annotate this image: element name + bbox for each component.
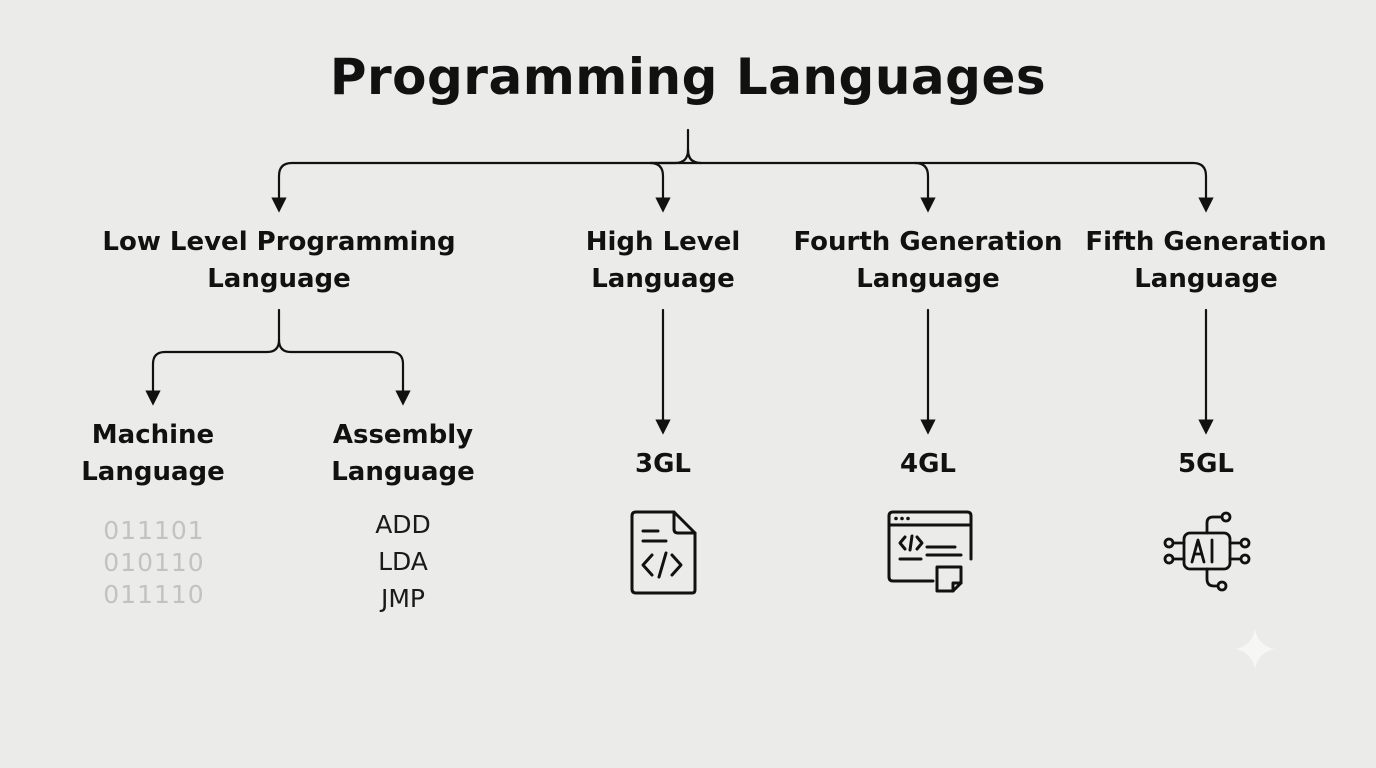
code-window-icon bbox=[887, 510, 973, 593]
binary-line: 011101 bbox=[103, 516, 205, 545]
node-low-level-line2: Language bbox=[207, 264, 351, 294]
low-level-brace-left bbox=[145, 308, 281, 406]
node-assembly-language: Assembly Language bbox=[331, 417, 475, 491]
node-low-level: Low Level Programming Language bbox=[102, 224, 455, 298]
node-high-level-line2: Language bbox=[591, 264, 735, 294]
node-high-level: High Level Language bbox=[586, 224, 741, 298]
label-5gl: 5GL bbox=[1178, 449, 1234, 479]
binary-line: 011110 bbox=[103, 580, 205, 609]
node-high-level-line1: High Level bbox=[585, 227, 741, 257]
node-machine-line1: Machine bbox=[91, 420, 215, 450]
binary-line: 010110 bbox=[103, 548, 205, 577]
machine-code-examples: 011101 010110 011110 bbox=[103, 515, 204, 611]
sparkle-icon bbox=[1235, 629, 1275, 669]
code-file-icon bbox=[630, 510, 697, 595]
asm-instruction: LDA bbox=[378, 547, 428, 576]
low-level-brace-right bbox=[277, 338, 411, 406]
node-fifth-gen-line2: Language bbox=[1134, 264, 1278, 294]
asm-instruction: JMP bbox=[380, 584, 426, 613]
label-4gl: 4GL bbox=[900, 449, 956, 479]
branch-fourth-gen bbox=[913, 161, 936, 213]
node-assembly-line2: Language bbox=[331, 457, 475, 487]
assembly-code-examples: ADD LDA JMP bbox=[375, 506, 431, 617]
node-fifth-gen-line1: Fifth Generation bbox=[1085, 227, 1327, 257]
branch-high-level bbox=[649, 148, 702, 213]
top-brace-right bbox=[686, 148, 1214, 213]
node-machine-language: Machine Language bbox=[81, 417, 225, 491]
ai-chip-icon bbox=[1163, 511, 1251, 592]
node-assembly-line1: Assembly bbox=[332, 420, 474, 450]
node-fifth-gen: Fifth Generation Language bbox=[1085, 224, 1326, 298]
asm-instruction: ADD bbox=[375, 510, 431, 539]
node-low-level-line1: Low Level Programming bbox=[102, 227, 456, 257]
node-fourth-gen-line1: Fourth Generation bbox=[793, 227, 1063, 257]
label-3gl: 3GL bbox=[635, 449, 691, 479]
node-fourth-gen: Fourth Generation Language bbox=[793, 224, 1062, 298]
top-brace-line bbox=[271, 128, 690, 213]
node-fourth-gen-line2: Language bbox=[856, 264, 1000, 294]
diagram-title: Programming Languages bbox=[329, 48, 1047, 106]
node-machine-line2: Language bbox=[81, 457, 225, 487]
